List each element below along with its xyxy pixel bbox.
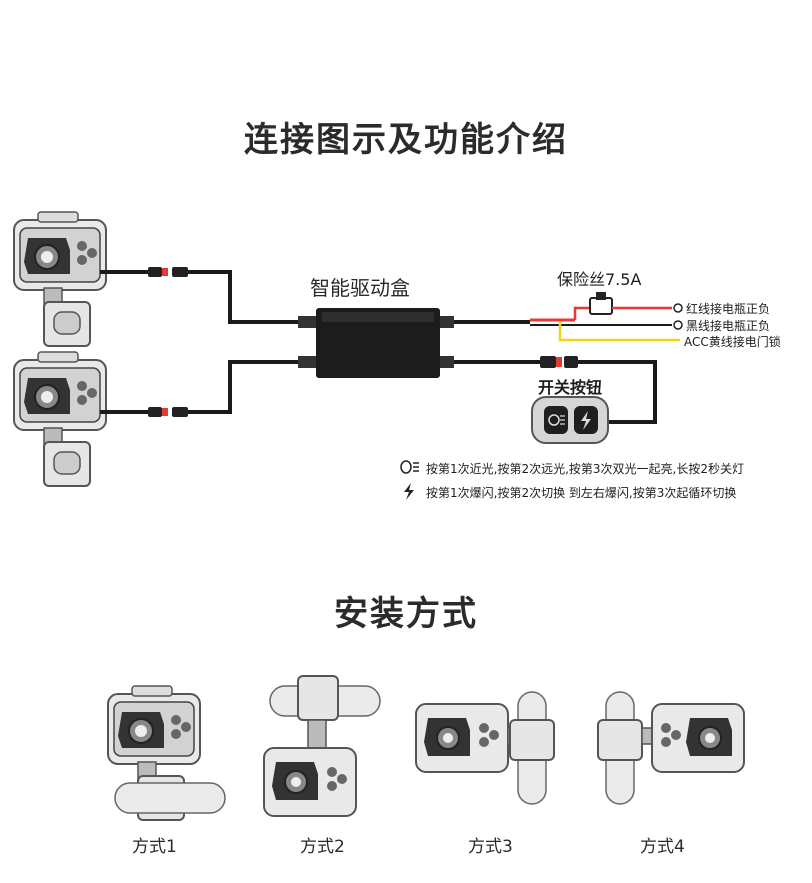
lightning-icon <box>404 483 414 500</box>
wire-label-black: 黑线接电瓶正负 <box>686 319 771 333</box>
wire-label-acc: ACC黄线接电门锁 <box>684 335 781 349</box>
method-1-label: 方式1 <box>132 837 177 857</box>
switch-label: 开关按钮 <box>538 378 603 397</box>
switch-lightning-icon <box>581 411 591 430</box>
instruction-flash: 按第1次爆闪,按第2次切换 到左右爆闪,按第3次起循环切换 <box>426 486 737 500</box>
method-3-image <box>415 691 555 805</box>
section-title-install: 安装方式 <box>334 594 478 634</box>
method-4-label: 方式4 <box>640 837 685 857</box>
section-title-connection: 连接图示及功能介绍 <box>244 120 568 160</box>
headlight-icon <box>400 460 419 474</box>
method-2-image <box>263 675 381 817</box>
instruction-headlight: 按第1次近光,按第2次远光,按第3次双光一起亮,长按2秒关灯 <box>426 462 744 476</box>
method-2-label: 方式2 <box>300 837 345 857</box>
wire-label-red: 红线接电瓶正负 <box>686 302 771 316</box>
fuse-label: 保险丝7.5A <box>557 270 642 289</box>
method-1-image <box>107 685 226 821</box>
lamp-bottom-image <box>13 351 107 487</box>
method-3-label: 方式3 <box>468 837 513 857</box>
switch-headlight-icon <box>548 414 565 426</box>
drive-box-label: 智能驱动盒 <box>310 276 410 300</box>
lamp-top-image <box>13 211 107 347</box>
method-4-image <box>597 691 745 805</box>
